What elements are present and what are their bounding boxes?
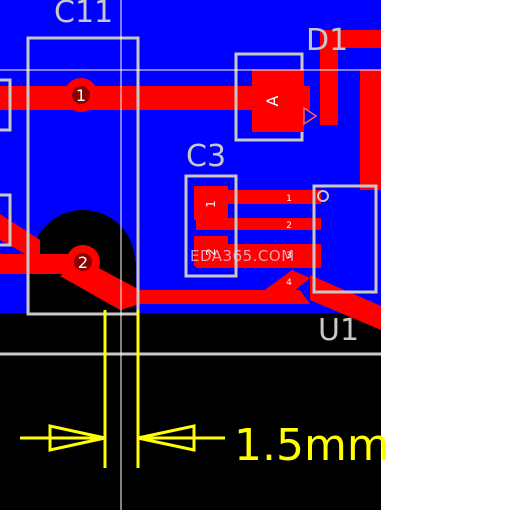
- c11-designator: C11: [54, 0, 113, 30]
- d1-designator: D1: [306, 23, 348, 58]
- c3-pad2: [194, 236, 228, 266]
- designators: C11 D1 C3 U1: [54, 0, 359, 348]
- dimension-annotation: [20, 310, 225, 468]
- silkscreen-outlines: [0, 36, 378, 316]
- dim-arrowhead-right: [137, 424, 196, 452]
- d1-pad-a-label: A: [263, 95, 282, 106]
- c3-designator: C3: [186, 139, 226, 174]
- dimension-label: 1.5mm: [234, 420, 390, 471]
- u1-pin1-marker: [317, 190, 329, 202]
- c11-pin1-label: 1: [76, 86, 86, 105]
- c11-pin2-label: 2: [78, 253, 88, 272]
- c3-pad1: [194, 186, 228, 220]
- u1-pin2-label: 2: [286, 221, 292, 231]
- d1-lead-mark: [303, 106, 318, 126]
- c3-pin2-label: 2: [204, 248, 218, 256]
- left-part-outline-a: [0, 78, 12, 132]
- u1-pin3-label: 3: [286, 251, 292, 261]
- c3-pin1-label: 1: [204, 200, 218, 208]
- u1-pin1-label: 1: [286, 194, 292, 204]
- c11-outline: [26, 36, 140, 316]
- left-part-outline-b: [0, 193, 12, 247]
- pad-labels: 1 2 A 1 2 1 2 3 4: [76, 86, 292, 288]
- guide-lines: [0, 0, 381, 510]
- u1-pin4-label: 4: [286, 278, 292, 288]
- d1-pad-k: [360, 70, 381, 132]
- u1-outline: [312, 184, 378, 294]
- c3-outline: [184, 174, 238, 278]
- pads: [64, 70, 381, 279]
- u1-designator: U1: [318, 313, 359, 348]
- dim-arrowhead-left: [48, 424, 106, 452]
- watermark: EDA365.COM: [190, 247, 295, 265]
- d1-pad-a: [252, 70, 304, 132]
